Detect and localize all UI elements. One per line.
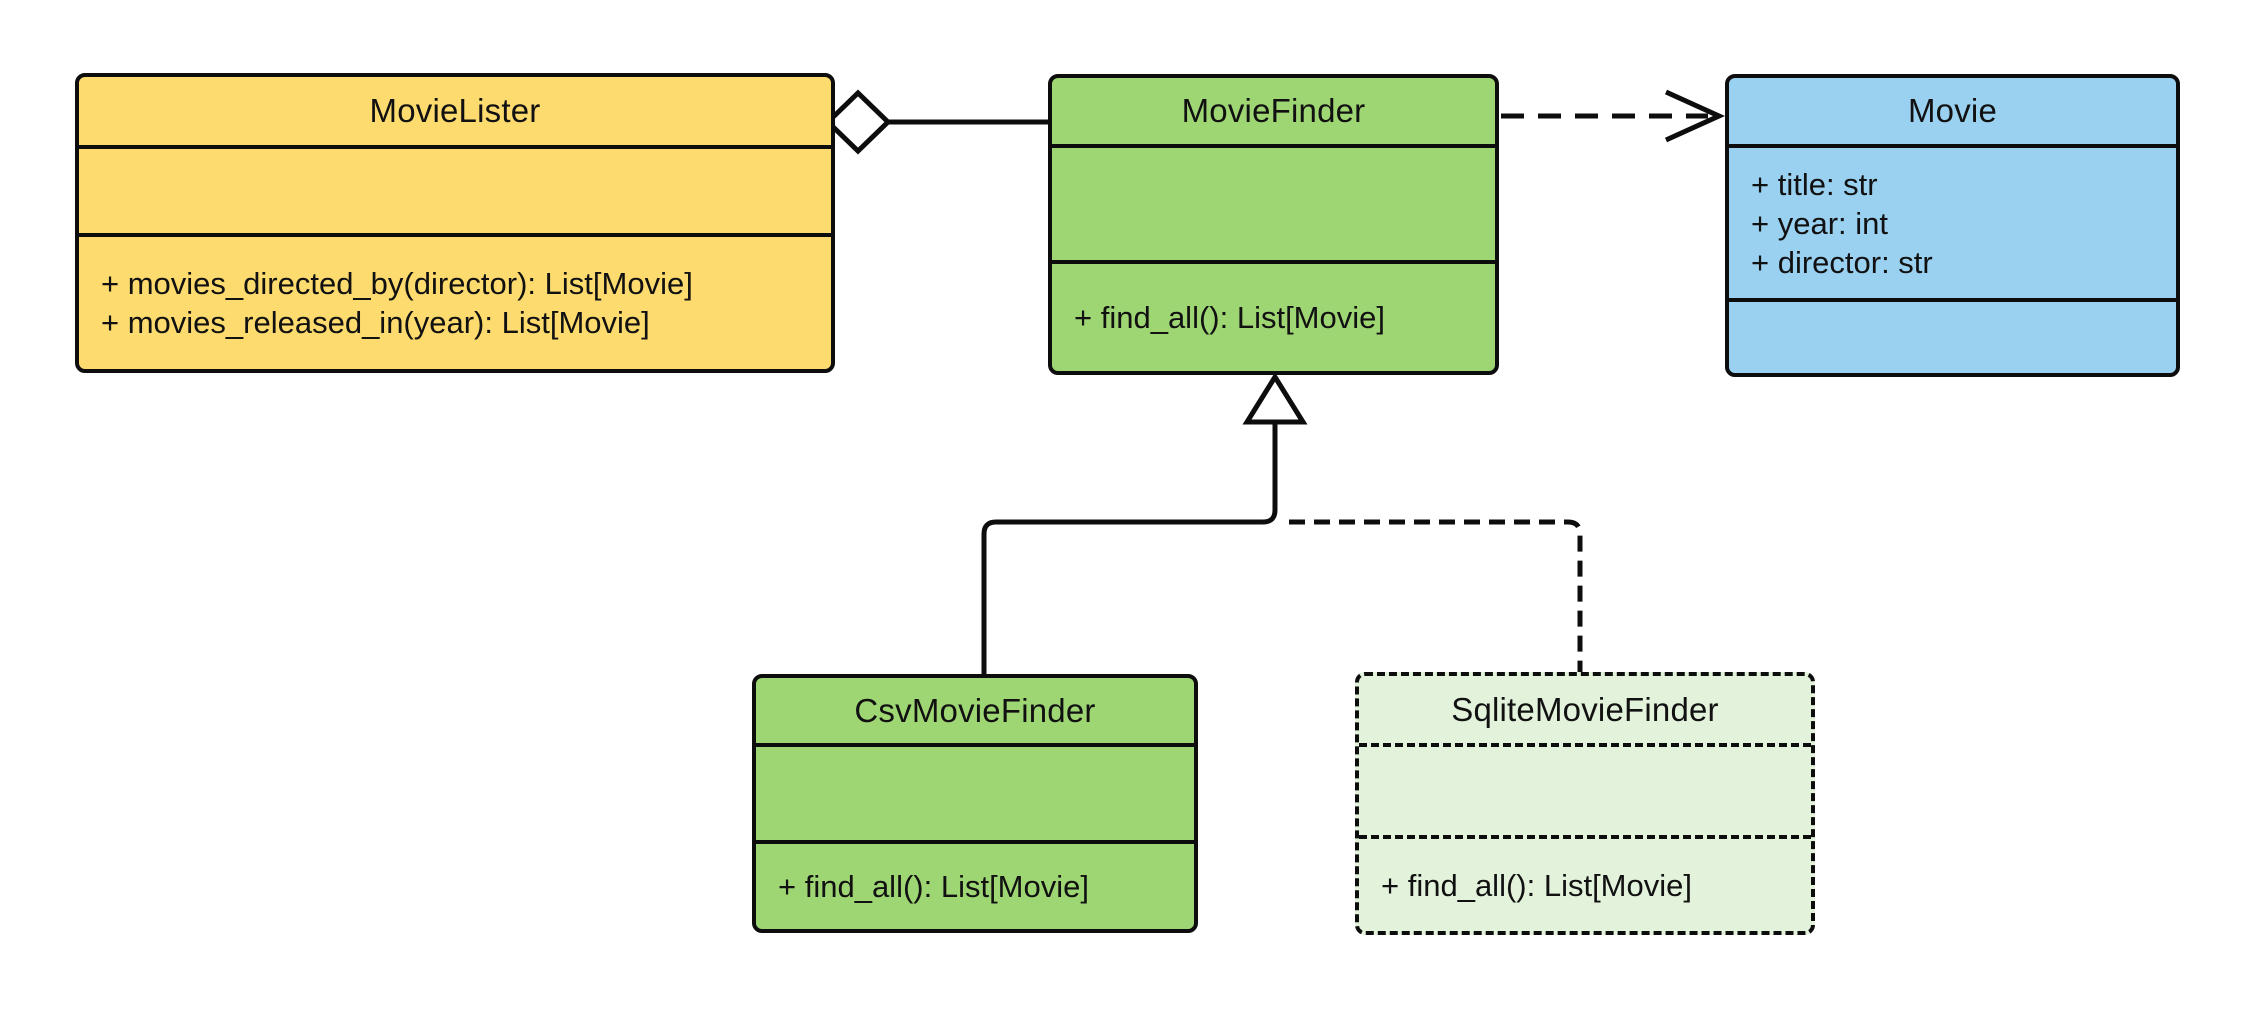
- open-arrowhead-marker: [1664, 89, 1726, 143]
- inheritance-edge-sqlite: [1289, 519, 1583, 672]
- attribute-item: + year: int: [1751, 205, 1888, 241]
- class-title: MovieFinder: [1181, 92, 1366, 129]
- aggregation-edge: [824, 89, 1052, 155]
- class-movie: Movie + title: str + year: int + directo…: [1725, 74, 2180, 377]
- class-title: Movie: [1907, 92, 1998, 129]
- methods-section: + find_all(): List[Movie]: [756, 840, 1194, 929]
- methods-section: + find_all(): List[Movie]: [1052, 260, 1495, 371]
- method-item: + movies_released_in(year): List[Movie]: [101, 305, 650, 340]
- inheritance-dashed-line: [1289, 519, 1583, 672]
- method-item: + find_all(): List[Movie]: [1074, 300, 1385, 335]
- inheritance-solid-line: [981, 422, 1278, 674]
- class-sqlitemoviefinder: SqliteMovieFinder + find_all(): List[Mov…: [1355, 672, 1815, 935]
- class-title: CsvMovieFinder: [854, 691, 1096, 729]
- attributes-section: [79, 145, 831, 233]
- attributes-section: [756, 743, 1194, 840]
- methods-section: + find_all(): List[Movie]: [1359, 835, 1811, 931]
- attributes-section: + title: str + year: int + director: str: [1729, 144, 2176, 298]
- method-item: + movies_directed_by(director): List[Mov…: [101, 266, 693, 301]
- attributes-section: [1052, 144, 1495, 260]
- method-item: + find_all(): List[Movie]: [1381, 867, 1692, 903]
- attributes-section: [1359, 743, 1811, 835]
- hollow-triangle-marker: [1242, 372, 1308, 425]
- class-moviefinder: MovieFinder + find_all(): List[Movie]: [1048, 74, 1499, 375]
- dependency-edge: [1501, 89, 1726, 143]
- methods-section: [1729, 298, 2176, 373]
- inheritance-edge-csv: [981, 372, 1308, 674]
- class-title: MovieLister: [369, 92, 541, 129]
- class-csvmoviefinder: CsvMovieFinder + find_all(): List[Movie]: [752, 674, 1198, 933]
- attribute-item: + director: str: [1751, 244, 1933, 280]
- class-movielister: MovieLister + movies_directed_by(directo…: [75, 73, 835, 373]
- methods-section: + movies_directed_by(director): List[Mov…: [79, 233, 831, 369]
- method-item: + find_all(): List[Movie]: [778, 869, 1089, 904]
- hollow-diamond-marker: [824, 89, 892, 155]
- class-title: SqliteMovieFinder: [1451, 690, 1719, 728]
- attribute-item: + title: str: [1751, 166, 1878, 202]
